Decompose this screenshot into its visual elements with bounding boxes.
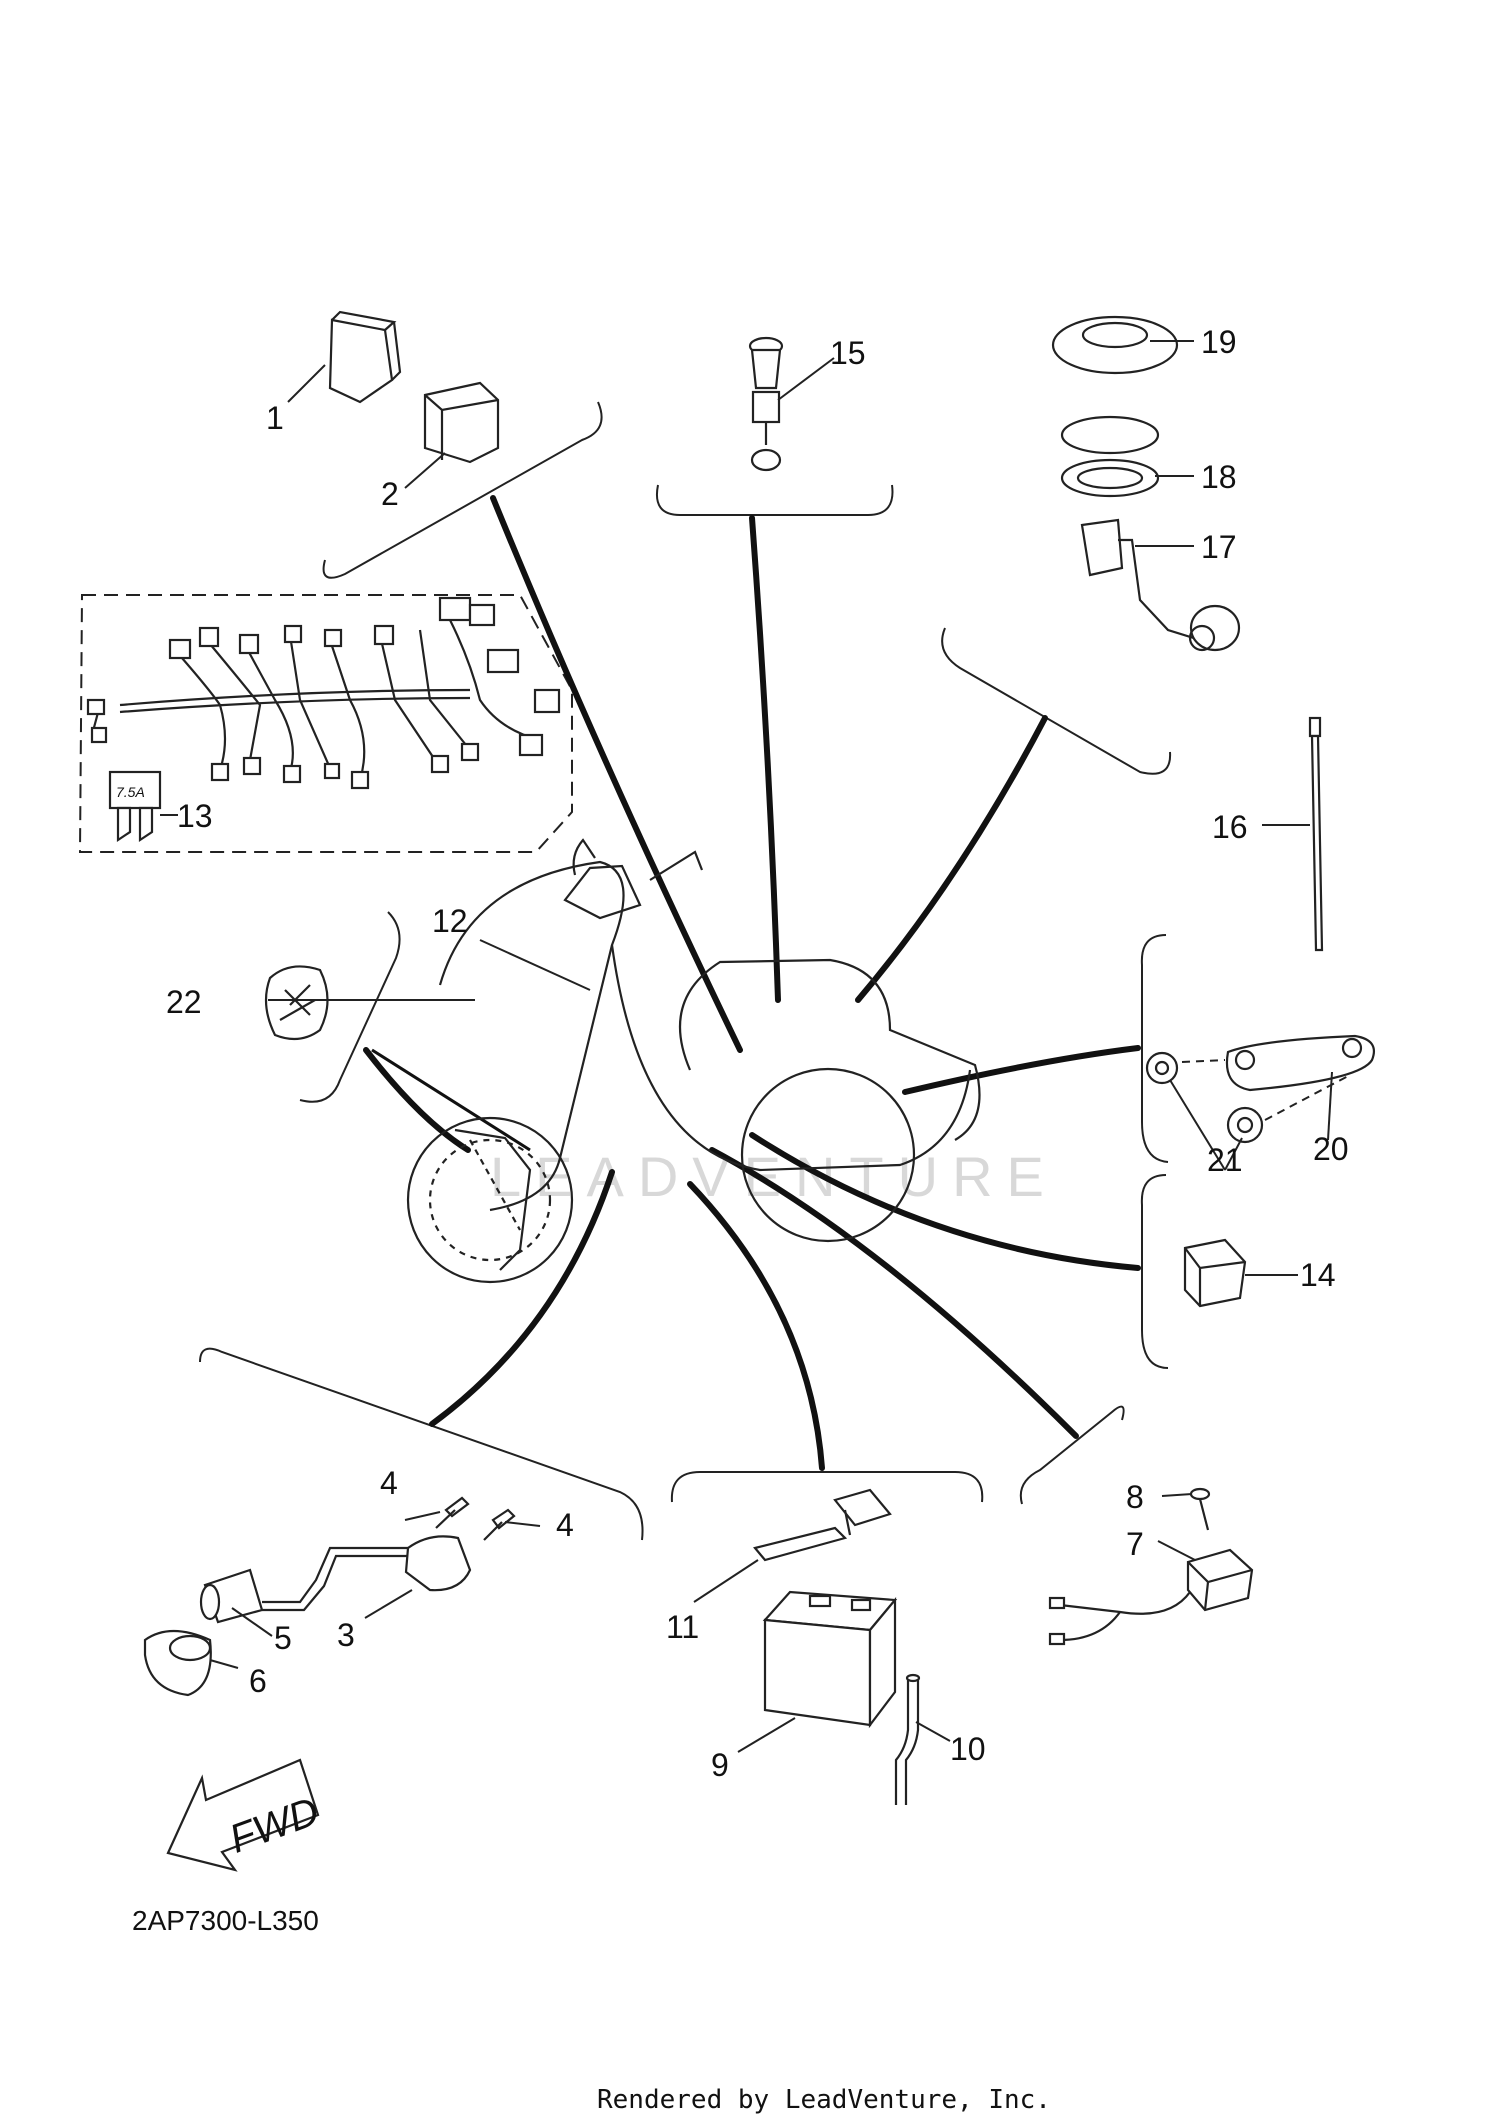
bracket-sender <box>656 484 894 516</box>
route-grommets <box>902 1045 1141 1095</box>
leader-lines <box>160 340 1333 1753</box>
watermark-text: LEADVENTURE <box>490 1145 1058 1208</box>
plug-cap-5 <box>199 1568 264 1624</box>
battery-band-11 <box>753 1488 892 1562</box>
route-fuel-pump <box>855 715 1048 1003</box>
route-ignition <box>429 1169 615 1427</box>
callout-4a: 4 <box>380 1465 398 1501</box>
callout-14: 14 <box>1300 1257 1336 1293</box>
relay-part-1 <box>328 310 402 404</box>
relay-14 <box>1183 1238 1247 1308</box>
route-cdi <box>709 1147 1079 1439</box>
bracket-ignition <box>199 1347 644 1541</box>
footer-credit: Rendered by LeadVenture, Inc. <box>597 2085 1051 2115</box>
scooter-outline <box>406 838 981 1284</box>
fuse: 7.5A <box>108 770 162 843</box>
bracket-fuel-pump <box>941 627 1172 775</box>
fuse-rating-label: 7.5A <box>116 784 145 800</box>
callout-2: 2 <box>381 476 399 512</box>
fuel-pump-17 <box>1080 518 1241 652</box>
bracket-relays <box>322 401 603 579</box>
route-reflector <box>363 1047 471 1153</box>
callout-5: 5 <box>274 1620 292 1656</box>
callout-16: 16 <box>1212 809 1248 845</box>
callout-11: 11 <box>666 1609 699 1645</box>
grommet-19 <box>1051 315 1179 375</box>
ignition-coil-3 <box>262 1535 472 1612</box>
grommet-21 <box>1145 1051 1351 1144</box>
bolt-4 <box>435 1496 516 1541</box>
route-reflector-2 <box>371 1048 531 1152</box>
route-relay14 <box>749 1132 1141 1271</box>
bracket-relay-14 <box>1140 1174 1169 1369</box>
wire-harness <box>86 596 561 790</box>
cable-tie-16 <box>1308 716 1324 952</box>
ring-18 <box>1060 415 1160 498</box>
relay-part-2 <box>423 381 500 464</box>
sender-unit-15 <box>748 336 784 472</box>
cdi-unit-7 <box>1048 1548 1254 1646</box>
callout-7: 7 <box>1126 1526 1144 1562</box>
callout-4b: 4 <box>556 1507 574 1543</box>
callout-15: 15 <box>830 335 866 371</box>
cap-cover-6 <box>143 1630 212 1697</box>
breather-hose-10 <box>894 1673 921 1805</box>
callout-6: 6 <box>249 1663 267 1699</box>
callout-21: 21 <box>1207 1142 1243 1178</box>
screw-8 <box>1189 1487 1211 1531</box>
bracket-cdi <box>1019 1405 1125 1505</box>
callout-18: 18 <box>1201 459 1237 495</box>
route-relays <box>490 495 743 1053</box>
battery-9 <box>762 1590 898 1729</box>
diagram-code: 2AP7300-L350 <box>132 1905 319 1936</box>
bracket-reflector <box>299 911 401 1103</box>
route-sender <box>749 515 781 1003</box>
callout-10: 10 <box>950 1731 986 1767</box>
callout-19: 19 <box>1201 324 1237 360</box>
callout-20: 20 <box>1313 1131 1349 1167</box>
callout-12: 12 <box>432 903 468 939</box>
callout-1: 1 <box>266 400 284 436</box>
callout-17: 17 <box>1201 529 1237 565</box>
bracket-grommets <box>1140 934 1169 1163</box>
bracket-battery <box>670 1471 984 1503</box>
harness-dashed-box <box>78 594 573 853</box>
route-battery <box>687 1181 825 1471</box>
callout-9: 9 <box>711 1747 729 1783</box>
reflector-22 <box>264 965 329 1041</box>
callout-22: 22 <box>166 984 202 1020</box>
plate-20 <box>1225 1034 1376 1092</box>
callout-8: 8 <box>1126 1479 1144 1515</box>
fwd-arrow: FWD <box>166 1758 325 1872</box>
callout-13: 13 <box>177 798 213 834</box>
callout-3: 3 <box>337 1617 355 1653</box>
